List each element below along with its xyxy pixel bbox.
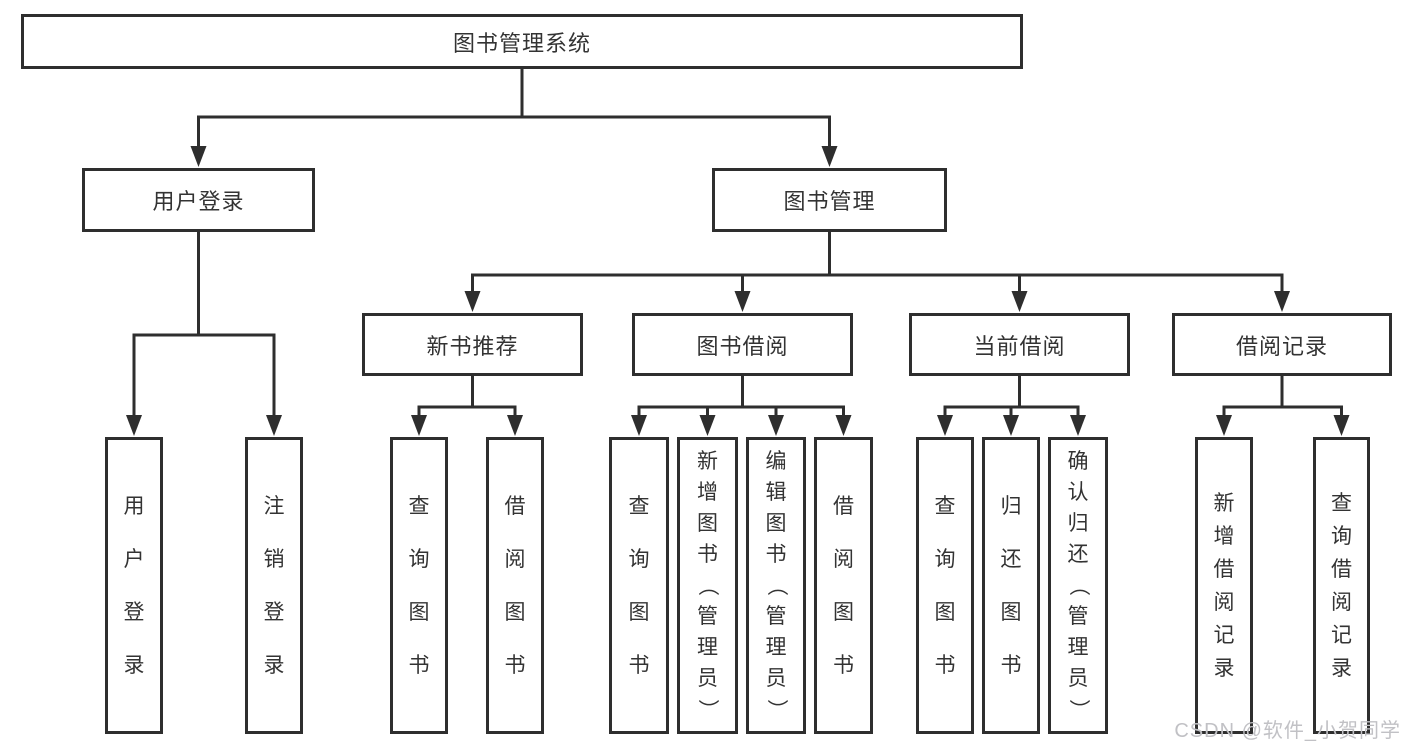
node-label: 编辑图书（管理员） [764, 450, 788, 720]
node-leaf-user-login: 用户登录 [105, 437, 163, 734]
node-leaf-add-borrow-record: 新增借阅记录 [1195, 437, 1253, 734]
node-label: 新增借阅记录 [1213, 491, 1235, 680]
node-leaf-query-books: 查询图书 [390, 437, 448, 734]
arrowhead [1333, 415, 1350, 436]
node-leaf-edit-book-admin: 编辑图书（管理员） [746, 437, 806, 734]
arrowhead [768, 415, 784, 436]
arrowhead [1070, 415, 1086, 436]
arrowhead [507, 415, 523, 436]
node-label: 当前借阅 [973, 333, 1066, 359]
node-label: 注销登录 [263, 494, 285, 677]
arrowhead [1003, 415, 1019, 436]
node-label: 图书借阅 [696, 333, 789, 359]
node-book-borrowing: 图书借阅 [632, 313, 853, 376]
node-label: 查询图书 [934, 494, 956, 677]
node-label: 图书管理 [783, 189, 876, 214]
node-label: 归还图书 [1000, 494, 1022, 677]
node-book-management: 图书管理 [712, 168, 947, 232]
node-label: 新增图书（管理员） [696, 450, 719, 720]
node-current-borrowing: 当前借阅 [909, 313, 1130, 376]
node-borrowing-records: 借阅记录 [1172, 313, 1392, 376]
arrowhead [464, 291, 481, 312]
node-leaf-query-books-2: 查询图书 [609, 437, 669, 734]
node-label: 图书管理系统 [452, 30, 591, 56]
node-label: 确认归还（管理员） [1066, 450, 1090, 720]
arrowhead [631, 415, 647, 436]
node-label: 查询图书 [628, 494, 650, 677]
arrowhead [190, 146, 207, 167]
node-label: 借阅图书 [833, 494, 854, 677]
node-leaf-query-books-3: 查询图书 [916, 437, 974, 734]
arrowhead [266, 415, 282, 436]
arrowhead [1216, 415, 1232, 436]
node-library-management-system: 图书管理系统 [21, 14, 1023, 69]
node-leaf-add-book-admin: 新增图书（管理员） [677, 437, 738, 734]
node-leaf-logout: 注销登录 [245, 437, 303, 734]
node-leaf-confirm-return-admin: 确认归还（管理员） [1048, 437, 1108, 734]
arrowhead [734, 291, 751, 312]
node-label: 借阅图书 [504, 494, 526, 677]
node-label: 借阅记录 [1235, 333, 1328, 359]
arrowhead [1274, 291, 1290, 312]
node-label: 查询借阅记录 [1331, 491, 1352, 680]
node-leaf-borrow-books-2: 借阅图书 [814, 437, 873, 734]
arrowhead [835, 415, 852, 436]
arrowhead [1011, 291, 1028, 312]
node-user-login: 用户登录 [82, 168, 315, 232]
node-leaf-query-borrow-record: 查询借阅记录 [1313, 437, 1370, 734]
arrowhead [126, 415, 142, 436]
arrowhead [699, 415, 716, 436]
arrowhead [411, 415, 427, 436]
node-leaf-borrow-books: 借阅图书 [486, 437, 544, 734]
arrowhead [937, 415, 953, 436]
node-label: 新书推荐 [426, 333, 519, 359]
node-label: 用户登录 [123, 494, 145, 677]
node-label: 用户登录 [152, 189, 245, 214]
node-new-book-recommendation: 新书推荐 [362, 313, 583, 376]
node-leaf-return-book: 归还图书 [982, 437, 1040, 734]
arrowhead [821, 146, 838, 167]
csdn-watermark: CSDN @软件_小贺同学 [1174, 720, 1401, 742]
node-label: 查询图书 [408, 494, 430, 677]
